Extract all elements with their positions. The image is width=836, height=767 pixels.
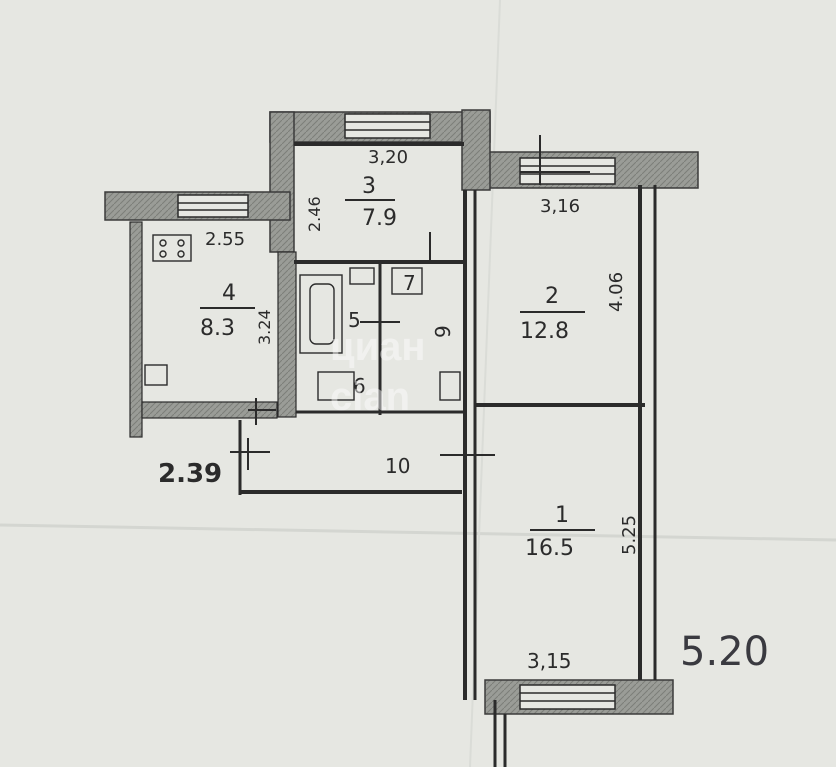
room-3-depth: 2.46 — [305, 196, 324, 232]
corridor-width: 2.39 — [158, 459, 222, 489]
cabinet-icon — [439, 371, 461, 401]
watermark-line-2: cian — [330, 375, 410, 419]
paper-fold-line — [0, 523, 836, 542]
room-4-depth: 3.24 — [255, 309, 274, 345]
fixtures — [144, 234, 461, 401]
toilet-icon — [391, 267, 423, 295]
watermark-line-1: циан — [330, 325, 426, 369]
room-1-width: 3,15 — [527, 649, 572, 673]
room-4-number: 4 — [222, 281, 236, 306]
room-4-width: 2.55 — [205, 229, 245, 250]
room-5-number: 5 — [348, 308, 361, 332]
room-3-area: 7.9 — [362, 206, 397, 231]
sink-icon — [144, 364, 168, 386]
room-1-depth: 5.25 — [619, 515, 640, 555]
room-2-number: 2 — [545, 284, 559, 309]
room-10-number: 10 — [385, 454, 410, 478]
room-labels: 3,20 3 7.9 2.46 2.55 4 8.3 3.24 3,16 2 1… — [158, 147, 640, 673]
handwritten-dimension: 5.20 — [680, 629, 769, 675]
room-6-number: 6 — [353, 374, 366, 398]
room-2-area: 12.8 — [520, 319, 569, 344]
door-marks — [230, 135, 590, 470]
interior-walls — [129, 142, 657, 767]
room-9-number: 9 — [431, 325, 455, 338]
room-3-width: 3,20 — [368, 147, 408, 168]
bathtub-icon — [299, 274, 343, 354]
room-4-area: 8.3 — [200, 316, 235, 341]
room-7-number: 7 — [403, 271, 416, 295]
room-1-area: 16.5 — [525, 536, 574, 561]
room-3-number: 3 — [362, 174, 376, 199]
shower-icon — [317, 371, 355, 401]
room-2-depth: 4.06 — [606, 272, 627, 312]
room-1-number: 1 — [555, 503, 569, 528]
stove-icon — [152, 234, 192, 262]
washbasin-icon — [349, 267, 375, 285]
room-2-width: 3,16 — [540, 196, 580, 217]
